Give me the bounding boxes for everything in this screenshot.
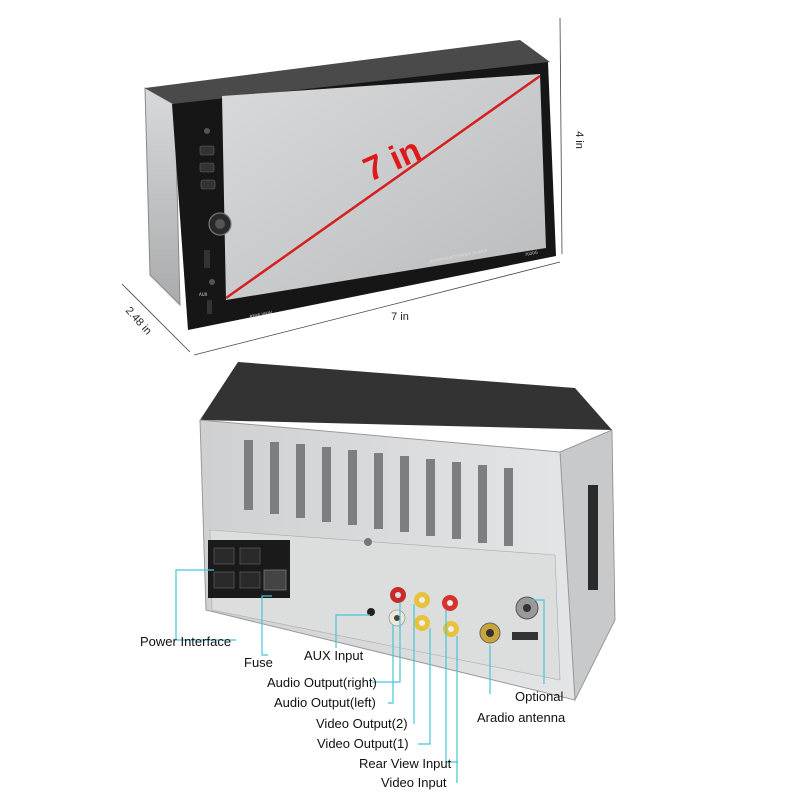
- callout-lines: [175, 569, 545, 783]
- rca-jack-center: [448, 626, 454, 632]
- model-text: 7020G: [524, 250, 538, 257]
- heat-fin: [244, 440, 253, 510]
- diagonal-line: [225, 74, 541, 300]
- callout-video-input: [456, 636, 458, 783]
- aux-jack: [209, 279, 215, 285]
- dimension-lines: [121, 17, 563, 356]
- label-fuse: Fuse: [244, 655, 273, 670]
- volume-knob-center: [215, 219, 225, 229]
- width-dimension-line: [193, 261, 561, 356]
- sd-slot: [204, 250, 210, 268]
- back-slot: [512, 632, 538, 640]
- usb-port: [207, 300, 212, 314]
- label-video-output-2: Video Output(2): [316, 716, 408, 731]
- heat-sink: [244, 440, 513, 546]
- heat-fin: [374, 453, 383, 529]
- power-pin: [213, 547, 235, 565]
- aux-input-jack: [367, 608, 375, 616]
- front-mic-hole: [204, 128, 210, 134]
- callout-power: [175, 569, 236, 641]
- label-optional: Optional: [515, 689, 564, 704]
- callout-audio-left: [388, 625, 394, 704]
- heat-fin: [296, 444, 305, 518]
- heat-fin: [270, 442, 279, 514]
- heat-fin: [348, 450, 357, 525]
- rca-jack-center: [419, 597, 425, 603]
- heat-fin: [452, 462, 461, 539]
- mount-screw: [364, 538, 372, 546]
- power-pin: [239, 547, 261, 565]
- back-unit: [199, 362, 616, 702]
- power-pin: [239, 571, 261, 589]
- callout-fuse: [261, 595, 272, 656]
- label-video-output-1: Video Output(1): [317, 736, 409, 751]
- front-button: [199, 162, 215, 173]
- label-video-input: Video Input: [381, 775, 447, 790]
- front-unit: 7 in AUX RM/RMVB/BT/FM/GPS PLAYER 7020G …: [144, 40, 556, 330]
- label-audio-output-left: Audio Output(left): [274, 695, 376, 710]
- antenna-jack-center: [486, 629, 494, 637]
- aux-text: AUX: [199, 292, 208, 297]
- callout-aux: [335, 614, 370, 648]
- depth-dimension-line: [121, 283, 191, 353]
- label-aux-input: AUX Input: [304, 648, 364, 663]
- callout-rear-view: [445, 610, 458, 763]
- label-radio-antenna: Aradio antenna: [477, 710, 566, 725]
- callout-video-1: [418, 628, 431, 745]
- label-power-interface: Power Interface: [140, 634, 231, 649]
- front-chassis-side: [144, 87, 181, 307]
- front-button: [199, 145, 215, 156]
- front-button: [200, 179, 216, 190]
- heat-fin: [426, 459, 435, 536]
- depth-label: 2.48 in: [123, 305, 154, 338]
- rca-jack-center: [419, 620, 425, 626]
- power-pin: [213, 571, 235, 589]
- height-dimension-line: [559, 17, 563, 255]
- heat-fin: [400, 456, 409, 532]
- heat-fin: [322, 447, 331, 522]
- optional-port-center: [523, 604, 531, 612]
- fuse: [263, 569, 287, 591]
- callout-optional: [532, 599, 545, 684]
- rca-jack-center: [394, 615, 400, 621]
- callout-audio-right: [372, 602, 401, 683]
- heat-fin: [504, 468, 513, 546]
- rca-jack-center: [447, 600, 453, 606]
- side-bracket: [588, 485, 598, 590]
- label-audio-output-right: Audio Output(right): [267, 675, 377, 690]
- rca-jacks: [388, 587, 459, 637]
- height-label: 4 in: [573, 131, 585, 149]
- heat-fin: [478, 465, 487, 543]
- rca-jack-center: [395, 592, 401, 598]
- label-rear-view-input: Rear View Input: [359, 756, 452, 771]
- rear-view-text: REAR VIEW: [249, 310, 272, 319]
- front-chassis-top: [145, 40, 550, 105]
- front-controls: AUX: [199, 128, 232, 314]
- back-chassis-top: [200, 362, 612, 430]
- width-label: 7 in: [391, 311, 409, 323]
